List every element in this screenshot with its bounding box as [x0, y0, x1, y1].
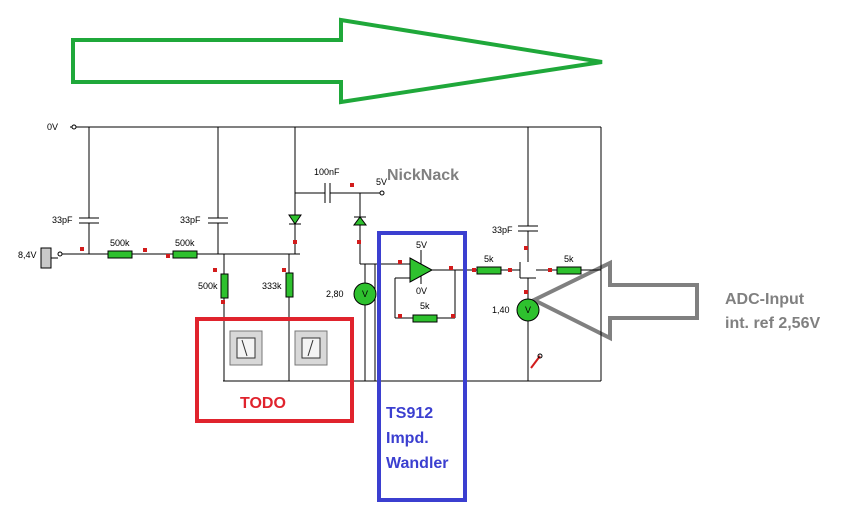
input-voltage-label: 8,4V — [18, 250, 37, 260]
ts912-impd-label: Impd. — [386, 430, 429, 447]
ts912-box — [377, 231, 467, 502]
voltmeter-left-value: 2,80 — [326, 289, 344, 299]
capacitor-3 — [518, 225, 538, 232]
capacitor-top-label: 100nF — [314, 167, 340, 177]
capacitor-top — [324, 183, 331, 203]
voltmeter-right-symbol: V — [525, 305, 531, 315]
resistor-out-2-label: 5k — [564, 254, 574, 264]
opamp-ground-label: 0V — [416, 286, 427, 296]
resistor-out-1 — [476, 266, 502, 275]
voltmeter-right-value: 1,40 — [492, 305, 510, 315]
ground-terminal — [71, 124, 77, 130]
capacitor-1-label: 33pF — [52, 215, 73, 225]
resistor-4-label: 333k — [262, 281, 282, 291]
supply-terminal — [379, 190, 385, 196]
green-arrow — [71, 17, 603, 105]
resistor-4 — [285, 272, 294, 298]
resistor-1-label: 500k — [110, 238, 130, 248]
input-source — [40, 247, 63, 269]
voltmeter-left-symbol: V — [362, 289, 368, 299]
adc-input-label: ADC-Input — [725, 291, 805, 308]
opamp-supply-label: 5V — [416, 240, 427, 250]
resistor-3 — [220, 273, 229, 299]
opamp — [409, 250, 434, 284]
resistor-out-2 — [556, 266, 582, 275]
todo-box — [195, 317, 354, 423]
capacitor-2-label: 33pF — [180, 215, 201, 225]
gray-arrow — [529, 259, 699, 342]
switch-right[interactable] — [294, 330, 328, 366]
wires — [58, 126, 602, 382]
todo-label: TODO — [240, 395, 286, 412]
adc-ref-label: int. ref 2,56V — [725, 315, 820, 332]
probe-icon — [530, 353, 543, 369]
resistor-2 — [172, 250, 198, 259]
diode-right — [353, 216, 367, 226]
resistor-feedback — [412, 314, 438, 323]
resistor-3-label: 500k — [198, 281, 218, 291]
resistor-1 — [107, 250, 133, 259]
resistor-out-1-label: 5k — [484, 254, 494, 264]
diode-left — [288, 214, 302, 225]
voltmeter-right — [516, 298, 540, 322]
nicknack-label: NickNack — [387, 167, 459, 184]
capacitor-1 — [79, 217, 99, 224]
capacitor-2 — [208, 217, 228, 224]
voltmeter-left — [353, 282, 377, 306]
capacitor-3-label: 33pF — [492, 225, 513, 235]
ground-label: 0V — [47, 122, 58, 132]
switch-left[interactable] — [229, 330, 263, 366]
resistor-2-label: 500k — [175, 238, 195, 248]
ts912-label: TS912 — [386, 405, 433, 422]
supply-label: 5V — [376, 177, 387, 187]
pin-markers — [80, 183, 552, 318]
ts912-wandler-label: Wandler — [386, 455, 449, 472]
resistor-feedback-label: 5k — [420, 301, 430, 311]
